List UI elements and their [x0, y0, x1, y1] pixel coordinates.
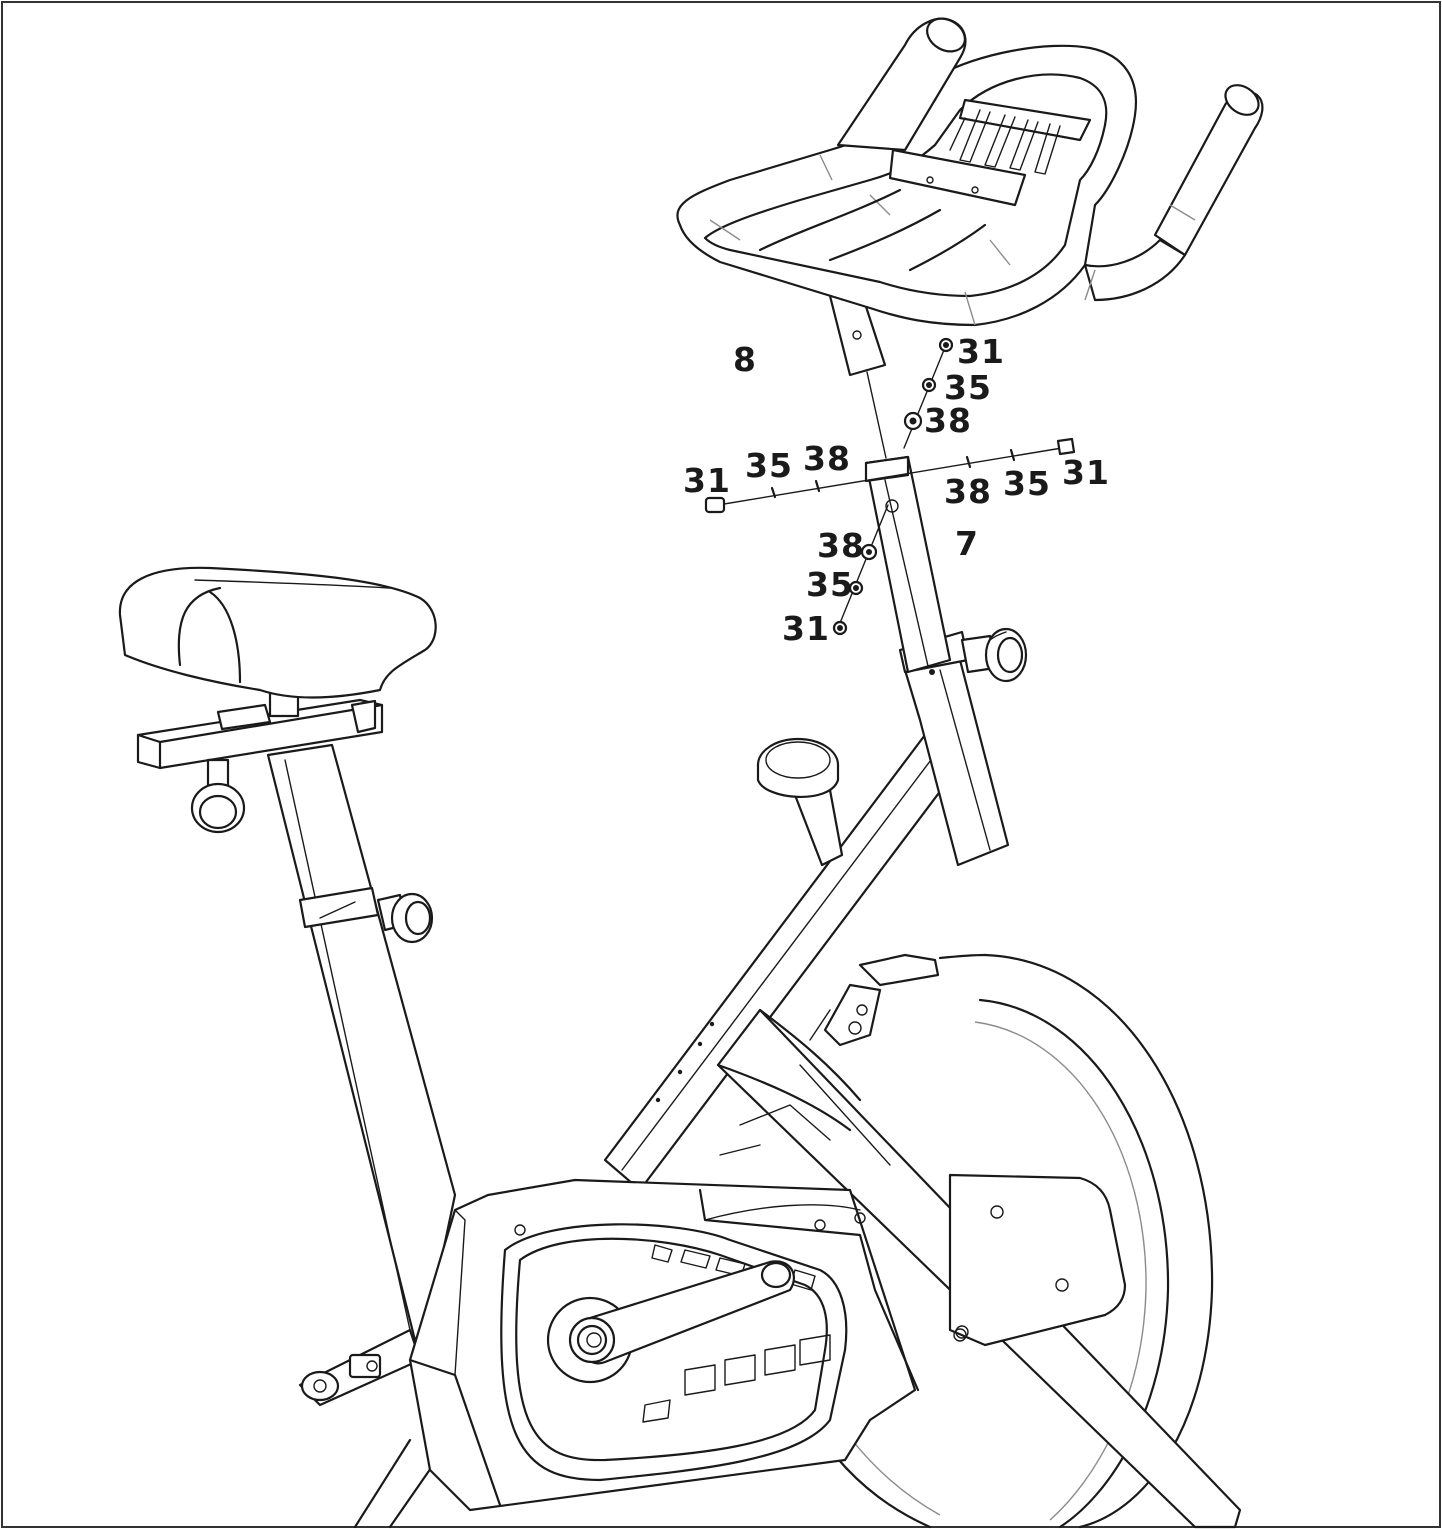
handlebar-knob	[960, 627, 1028, 683]
seat-knob	[376, 892, 434, 944]
callout-bolt-31-left: 31	[683, 461, 731, 500]
resistance-bracket	[809, 953, 940, 1047]
callout-washer-35-bottom: 35	[806, 565, 854, 604]
seat-post	[266, 743, 457, 1362]
callout-washer-38-bottom: 38	[817, 526, 865, 565]
chain-guard-rear	[948, 1173, 1127, 1347]
saddle	[118, 566, 437, 718]
handlebar	[676, 17, 1264, 327]
handlebar-stem-part-7	[864, 455, 952, 674]
resistance-knob	[756, 737, 844, 867]
callout-washer-35-top: 35	[944, 368, 992, 407]
callout-part-7: 7	[955, 524, 979, 563]
fastener-group-bottom	[832, 504, 889, 636]
callout-part-8: 8	[733, 340, 757, 379]
callout-washer-35-right: 35	[1003, 464, 1051, 503]
crank-arm	[546, 1260, 795, 1384]
fastener-group-top	[903, 337, 954, 449]
callout-bolt-31-top: 31	[957, 332, 1005, 371]
saddle-knob	[190, 758, 246, 834]
saddle-slider	[136, 698, 384, 770]
callout-bolt-31-right: 31	[1062, 453, 1110, 492]
chain-guard-front	[408, 1178, 967, 1512]
callout-washer-38-right: 38	[944, 472, 992, 511]
callout-washer-35-left: 35	[745, 446, 793, 485]
callout-bolt-31-bottom: 31	[782, 609, 830, 648]
fastener-group-horizontal	[704, 437, 1076, 514]
callout-washer-38-left: 38	[803, 439, 851, 478]
callout-washer-38-top: 38	[924, 401, 972, 440]
